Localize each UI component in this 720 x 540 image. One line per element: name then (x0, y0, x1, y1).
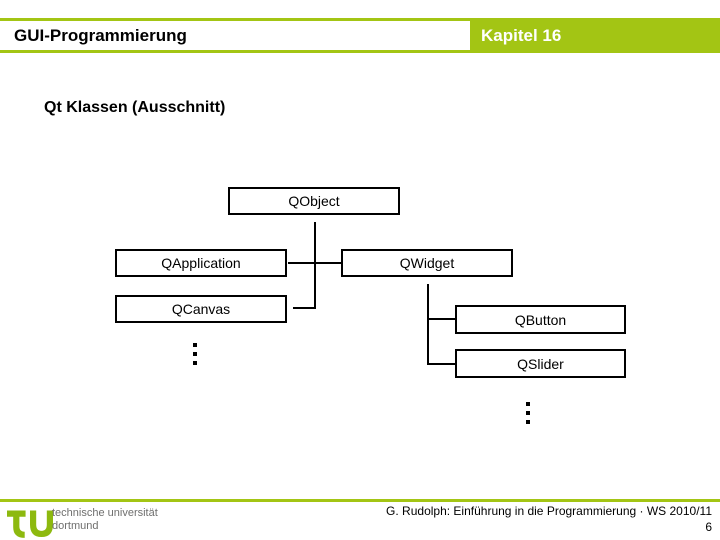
page-number: 6 (705, 520, 712, 534)
header-band: GUI-Programmierung Kapitel 16 (0, 18, 720, 53)
footer-credit: G. Rudolph: Einführung in die Programmie… (386, 504, 712, 518)
tu-dortmund-logo (7, 504, 53, 540)
connector-qbutton (428, 318, 455, 320)
connector-qcanvas (293, 307, 316, 309)
footer-divider (0, 499, 720, 502)
connector-trunk-qwidget (427, 284, 429, 365)
node-label: QCanvas (171, 301, 231, 317)
chapter-label: Kapitel 16 (481, 25, 562, 45)
node-qslider: QSlider (455, 349, 626, 378)
header-section-title: GUI-Programmierung (14, 25, 187, 45)
connector-trunk-qobject (314, 222, 316, 309)
node-qwidget: QWidget (341, 249, 513, 277)
header-title-box: GUI-Programmierung (0, 21, 470, 50)
node-qapplication: QApplication (115, 249, 287, 277)
tu-logo-icon (7, 510, 53, 538)
page-title: Qt Klassen (Ausschnitt) (44, 99, 226, 116)
node-qobject: QObject (228, 187, 400, 215)
connector-qslider (428, 363, 455, 365)
node-qcanvas: QCanvas (115, 295, 287, 323)
node-label: QWidget (399, 255, 455, 271)
node-label: QObject (288, 193, 340, 209)
connector-qapplication (288, 262, 341, 264)
logo-wordmark-line1: technische universität (52, 507, 158, 519)
logo-wordmark: technische universität dortmund (52, 507, 158, 533)
vertical-ellipsis-qcanvas (193, 343, 197, 365)
logo-wordmark-line2: dortmund (52, 520, 99, 532)
node-label: QSlider (517, 355, 564, 372)
node-qbutton: QButton (455, 305, 626, 334)
node-label: QApplication (161, 255, 241, 271)
node-label: QButton (514, 311, 567, 328)
vertical-ellipsis-qslider (526, 402, 530, 424)
